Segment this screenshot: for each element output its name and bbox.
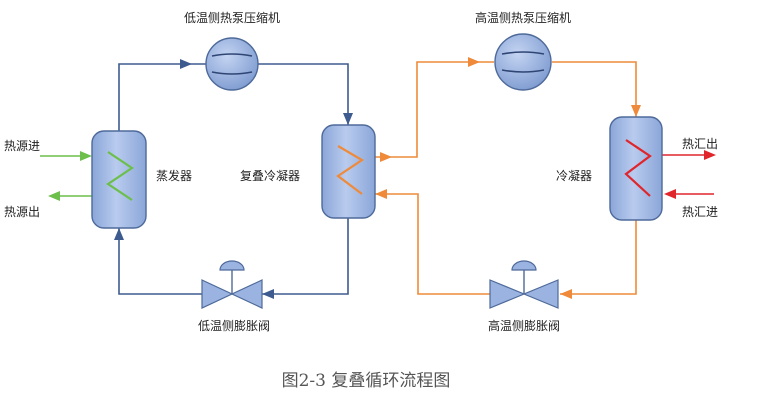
low-compressor — [205, 37, 259, 91]
compressor-icon — [211, 53, 253, 75]
orange-coil-icon — [336, 145, 365, 195]
low-expansion-valve — [201, 260, 263, 309]
heat-sink-lines — [660, 150, 716, 199]
cascade-condenser-label: 复叠冷凝器 — [240, 168, 300, 183]
high-valve-label: 高温侧膨胀阀 — [488, 318, 560, 333]
valve-actuator-icon — [219, 260, 245, 271]
green-coil-icon — [106, 151, 134, 201]
arrow-left-icon — [375, 189, 387, 199]
compressor-icon — [501, 51, 545, 73]
arrow-right-icon — [380, 152, 392, 162]
figure-caption: 图2-3 复叠循环流程图 — [282, 371, 451, 391]
arrow-right-icon — [468, 57, 480, 67]
low-compressor-label: 低温侧热泵压缩机 — [184, 10, 280, 25]
low-temperature-loop — [118, 63, 349, 295]
arrow-down-icon — [631, 105, 641, 117]
condenser — [609, 116, 663, 221]
low-pipe-valve-to-evap — [118, 228, 202, 295]
low-pipe-evap-to-compressor — [118, 63, 206, 131]
high-loop-arrows — [375, 57, 641, 299]
heat-sink-out-label: 热汇出 — [682, 137, 718, 151]
high-temperature-loop — [375, 61, 637, 295]
low-pipe-cascade-to-valve — [262, 218, 349, 295]
high-pipe-valve-to-cascade — [375, 193, 490, 295]
red-coil-icon — [624, 139, 652, 197]
high-pipe-compressor-to-condenser — [552, 61, 637, 117]
arrow-left-icon — [262, 289, 274, 299]
low-pipe-compressor-to-cascade — [258, 63, 349, 125]
high-expansion-valve — [489, 260, 559, 309]
arrow-right-icon — [80, 151, 92, 161]
heat-source-out-label: 热源出 — [4, 205, 40, 219]
low-valve-label: 低温侧膨胀阀 — [198, 319, 270, 333]
high-pipe-condenser-to-valve — [560, 220, 637, 295]
evaporator — [91, 130, 147, 229]
arrow-left-icon — [560, 289, 572, 299]
high-compressor-label: 高温侧热泵压缩机 — [475, 10, 571, 25]
arrow-up-icon — [114, 228, 124, 240]
high-pipe-cascade-to-compressor — [375, 61, 494, 158]
arrow-left-icon — [48, 191, 60, 201]
heat-source-in-label: 热源进 — [4, 139, 40, 153]
arrow-right-icon — [180, 59, 192, 69]
valve-actuator-icon — [511, 260, 537, 271]
arrow-left-icon — [664, 189, 676, 199]
condenser-label: 冷凝器 — [556, 168, 592, 183]
heat-sink-in-label: 热汇进 — [682, 205, 718, 219]
evaporator-label: 蒸发器 — [156, 168, 192, 183]
heat-source-lines — [40, 151, 92, 201]
arrow-right-icon — [704, 150, 716, 160]
cascade-condenser — [321, 124, 376, 219]
low-loop-arrows — [114, 59, 353, 299]
high-compressor — [494, 33, 552, 91]
arrow-down-icon — [343, 113, 353, 125]
